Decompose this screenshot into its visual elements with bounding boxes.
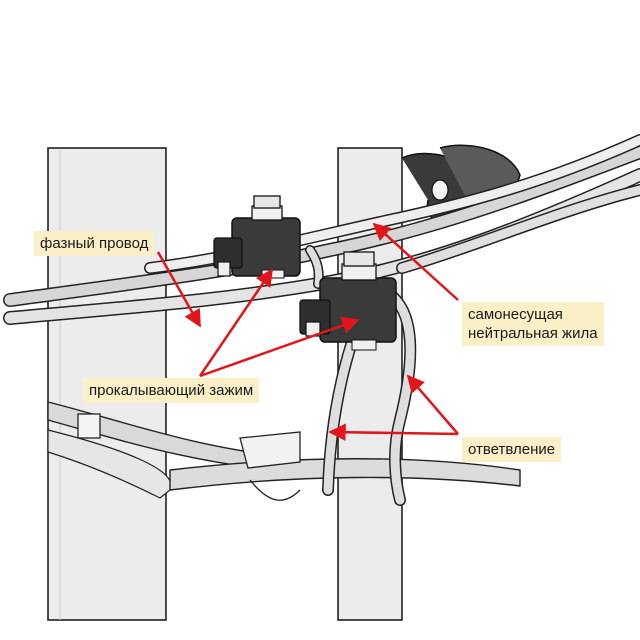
arrow-neutral <box>372 222 459 301</box>
pole-band <box>47 401 521 501</box>
arrow-branch-right <box>406 374 459 435</box>
label-branch: ответвление <box>462 437 562 462</box>
label-piercing-clamp: прокалывающий зажим <box>83 378 260 403</box>
callout-arrows <box>156 222 459 441</box>
label-neutral-line2: нейтральная жила <box>468 325 598 342</box>
arrow-clamp-lower <box>199 317 360 378</box>
arrow-clamp-upper <box>198 268 274 377</box>
label-self-supporting-neutral: самонесущая нейтральная жила <box>462 302 604 346</box>
branch-cables <box>305 245 417 506</box>
label-neutral-line1: самонесущая <box>468 306 563 323</box>
arrow-phase-wire <box>156 251 202 328</box>
piercing-clamp-upper <box>213 195 301 279</box>
label-phase-wire: фазный провод <box>34 231 155 256</box>
arrow-branch-left <box>328 423 459 441</box>
